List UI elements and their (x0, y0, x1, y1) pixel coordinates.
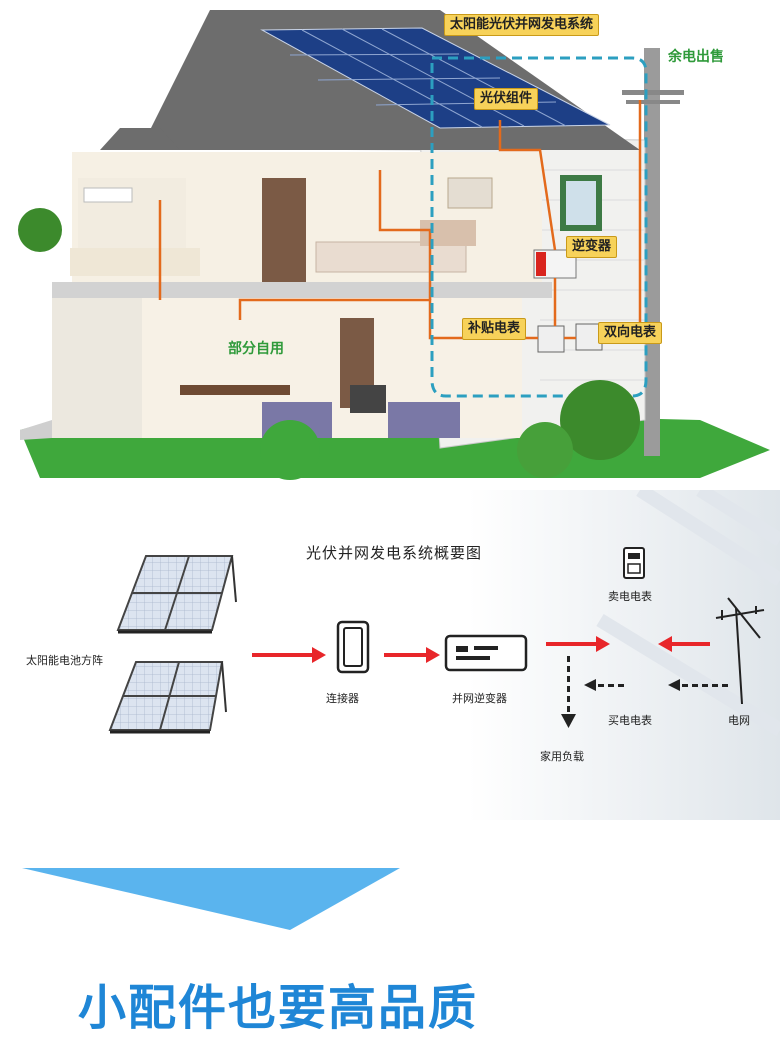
house-illustration: 太阳能光伏并网发电系统 余电出售 光伏组件 逆变器 补贴电表 双向电表 部分自用 (0, 0, 780, 490)
quality-banner: 小配件也要高品质 (0, 820, 780, 1047)
bed (315, 241, 467, 273)
grid-tower-icon (715, 597, 765, 705)
power-flow-arrows (252, 636, 710, 663)
system-schematic: 光伏并网发电系统概要图 太阳能电池方阵 连接器 并网逆变器 卖电电表 买电电表 … (0, 490, 780, 820)
sell-meter-icon (623, 547, 645, 579)
solar-panel-top (116, 555, 237, 634)
sell-meter-label: 卖电电表 (608, 590, 652, 603)
house-drawing (18, 10, 770, 480)
solar-panel-bottom (108, 661, 227, 734)
dashed-arrows (561, 656, 728, 728)
air-conditioner (83, 187, 133, 203)
sofa-right (388, 402, 460, 438)
tv (350, 385, 386, 413)
buy-meter-label: 买电电表 (608, 714, 652, 727)
connector-device (336, 620, 370, 674)
utility-pole (644, 48, 660, 456)
left-tree (18, 208, 62, 252)
floor-slab (52, 282, 552, 298)
schematic-drawing (0, 490, 780, 820)
subsidy-meter-device (537, 325, 565, 353)
system-title-label: 太阳能光伏并网发电系统 (444, 14, 600, 36)
bidirectional-meter-label: 双向电表 (598, 322, 663, 344)
dining-table (180, 385, 290, 395)
banner-chevron (22, 868, 400, 930)
self-use-label: 部分自用 (228, 341, 284, 357)
solar-array-label: 太阳能电池方阵 (26, 654, 103, 667)
inverter-label: 逆变器 (566, 236, 618, 258)
subsidy-meter-label: 补贴电表 (462, 318, 527, 340)
surplus-label: 余电出售 (668, 49, 724, 65)
upper-door (262, 178, 306, 284)
household-load-label: 家用负载 (540, 750, 584, 763)
system-boundary (430, 56, 648, 398)
schematic-title: 光伏并网发电系统概要图 (306, 544, 483, 562)
kitchen (52, 298, 142, 438)
grid-label: 电网 (728, 714, 750, 727)
connector-label: 连接器 (326, 692, 359, 705)
pv-module-label: 光伏组件 (474, 88, 539, 110)
inverter-schematic-device (444, 634, 528, 672)
blue-chevron-shape (22, 868, 400, 930)
inverter-schematic-label: 并网逆变器 (452, 692, 507, 705)
slogan-heading: 小配件也要高品质 (78, 980, 479, 1036)
bush (560, 380, 640, 460)
